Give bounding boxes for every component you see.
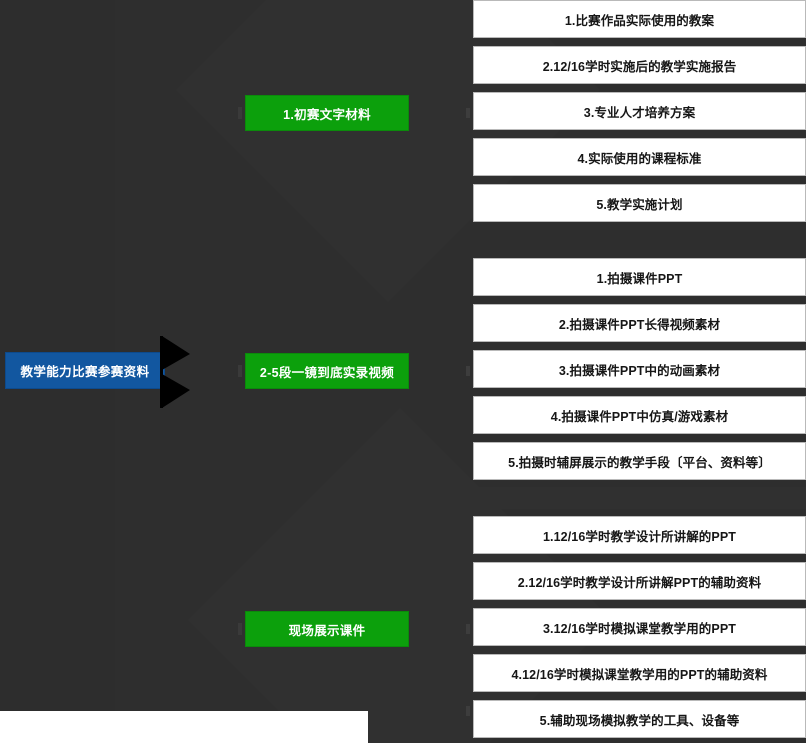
leaf-item-label: 3.专业人才培养方案 — [583, 105, 696, 120]
connector-stub-branch-3 — [238, 623, 242, 635]
category-node-3[interactable]: 现场展示课件 — [245, 611, 409, 647]
leaf-tick-2 — [466, 366, 470, 376]
leaf-item-label: 1.12/16学时教学设计所讲解的PPT — [542, 529, 737, 544]
leaf-group-3: 1.12/16学时教学设计所讲解的PPT 2.12/16学时教学设计所讲解PPT… — [473, 516, 806, 743]
leaf-item[interactable]: 4.12/16学时模拟课堂教学用的PPT的辅助资料 — [473, 654, 806, 692]
leaf-tick-4 — [466, 706, 470, 716]
bottom-white-block — [0, 711, 368, 743]
leaf-item-label: 3.12/16学时模拟课堂教学用的PPT — [542, 621, 737, 636]
leaf-item[interactable]: 5.拍摄时辅屏展示的教学手段〔平台、资料等〕 — [473, 442, 806, 480]
leaf-item-label: 4.实际使用的课程标准 — [577, 151, 702, 166]
leaf-item[interactable]: 5.辅助现场模拟教学的工具、设备等 — [473, 700, 806, 738]
leaf-item[interactable]: 2.12/16学时教学设计所讲解PPT的辅助资料 — [473, 562, 806, 600]
leaf-item[interactable]: 1.12/16学时教学设计所讲解的PPT — [473, 516, 806, 554]
leaf-item-label: 5.辅助现场模拟教学的工具、设备等 — [539, 713, 740, 728]
category-node-1-label: 1.初赛文字材料 — [283, 107, 371, 122]
root-node-label: 教学能力比赛参赛资料 — [20, 365, 150, 379]
leaf-tick-1 — [466, 108, 470, 118]
leaf-item-label: 1.拍摄课件PPT — [596, 271, 683, 286]
leaf-item[interactable]: 5.教学实施计划 — [473, 184, 806, 222]
connector-stub-branch-2 — [238, 365, 242, 377]
leaf-item[interactable]: 3.专业人才培养方案 — [473, 92, 806, 130]
leaf-item-label: 3.拍摄课件PPT中的动画素材 — [558, 363, 721, 378]
category-node-1[interactable]: 1.初赛文字材料 — [245, 95, 409, 131]
leaf-item-label: 1.比赛作品实际使用的教案 — [564, 13, 715, 28]
leaf-item[interactable]: 3.12/16学时模拟课堂教学用的PPT — [473, 608, 806, 646]
background-strip — [455, 487, 806, 509]
split-arrow-icon — [160, 336, 200, 408]
connector-stub-branch-1 — [238, 107, 242, 119]
leaf-item-label: 5.拍摄时辅屏展示的教学手段〔平台、资料等〕 — [508, 455, 771, 470]
root-node[interactable]: 教学能力比赛参赛资料 — [5, 352, 165, 389]
leaf-item[interactable]: 1.拍摄课件PPT — [473, 258, 806, 296]
leaf-item[interactable]: 2.12/16学时实施后的教学实施报告 — [473, 46, 806, 84]
leaf-group-2: 1.拍摄课件PPT 2.拍摄课件PPT长得视频素材 3.拍摄课件PPT中的动画素… — [473, 258, 806, 488]
leaf-item-label: 4.拍摄课件PPT中仿真/游戏素材 — [550, 409, 729, 424]
leaf-item[interactable]: 4.实际使用的课程标准 — [473, 138, 806, 176]
leaf-item-label: 2.12/16学时教学设计所讲解PPT的辅助资料 — [517, 575, 762, 590]
leaf-group-1: 1.比赛作品实际使用的教案 2.12/16学时实施后的教学实施报告 3.专业人才… — [473, 0, 806, 230]
leaf-item[interactable]: 3.拍摄课件PPT中的动画素材 — [473, 350, 806, 388]
leaf-item-label: 5.教学实施计划 — [596, 197, 683, 212]
leaf-tick-3 — [466, 624, 470, 634]
category-node-3-label: 现场展示课件 — [288, 623, 366, 638]
leaf-item-label: 2.拍摄课件PPT长得视频素材 — [558, 317, 721, 332]
leaf-item[interactable]: 2.拍摄课件PPT长得视频素材 — [473, 304, 806, 342]
category-node-2-label: 2-5段一镜到底实录视频 — [259, 365, 395, 380]
leaf-item-label: 4.12/16学时模拟课堂教学用的PPT的辅助资料 — [511, 667, 768, 682]
leaf-item-label: 2.12/16学时实施后的教学实施报告 — [542, 59, 737, 74]
leaf-item[interactable]: 1.比赛作品实际使用的教案 — [473, 0, 806, 38]
category-node-2[interactable]: 2-5段一镜到底实录视频 — [245, 353, 409, 389]
leaf-item[interactable]: 4.拍摄课件PPT中仿真/游戏素材 — [473, 396, 806, 434]
